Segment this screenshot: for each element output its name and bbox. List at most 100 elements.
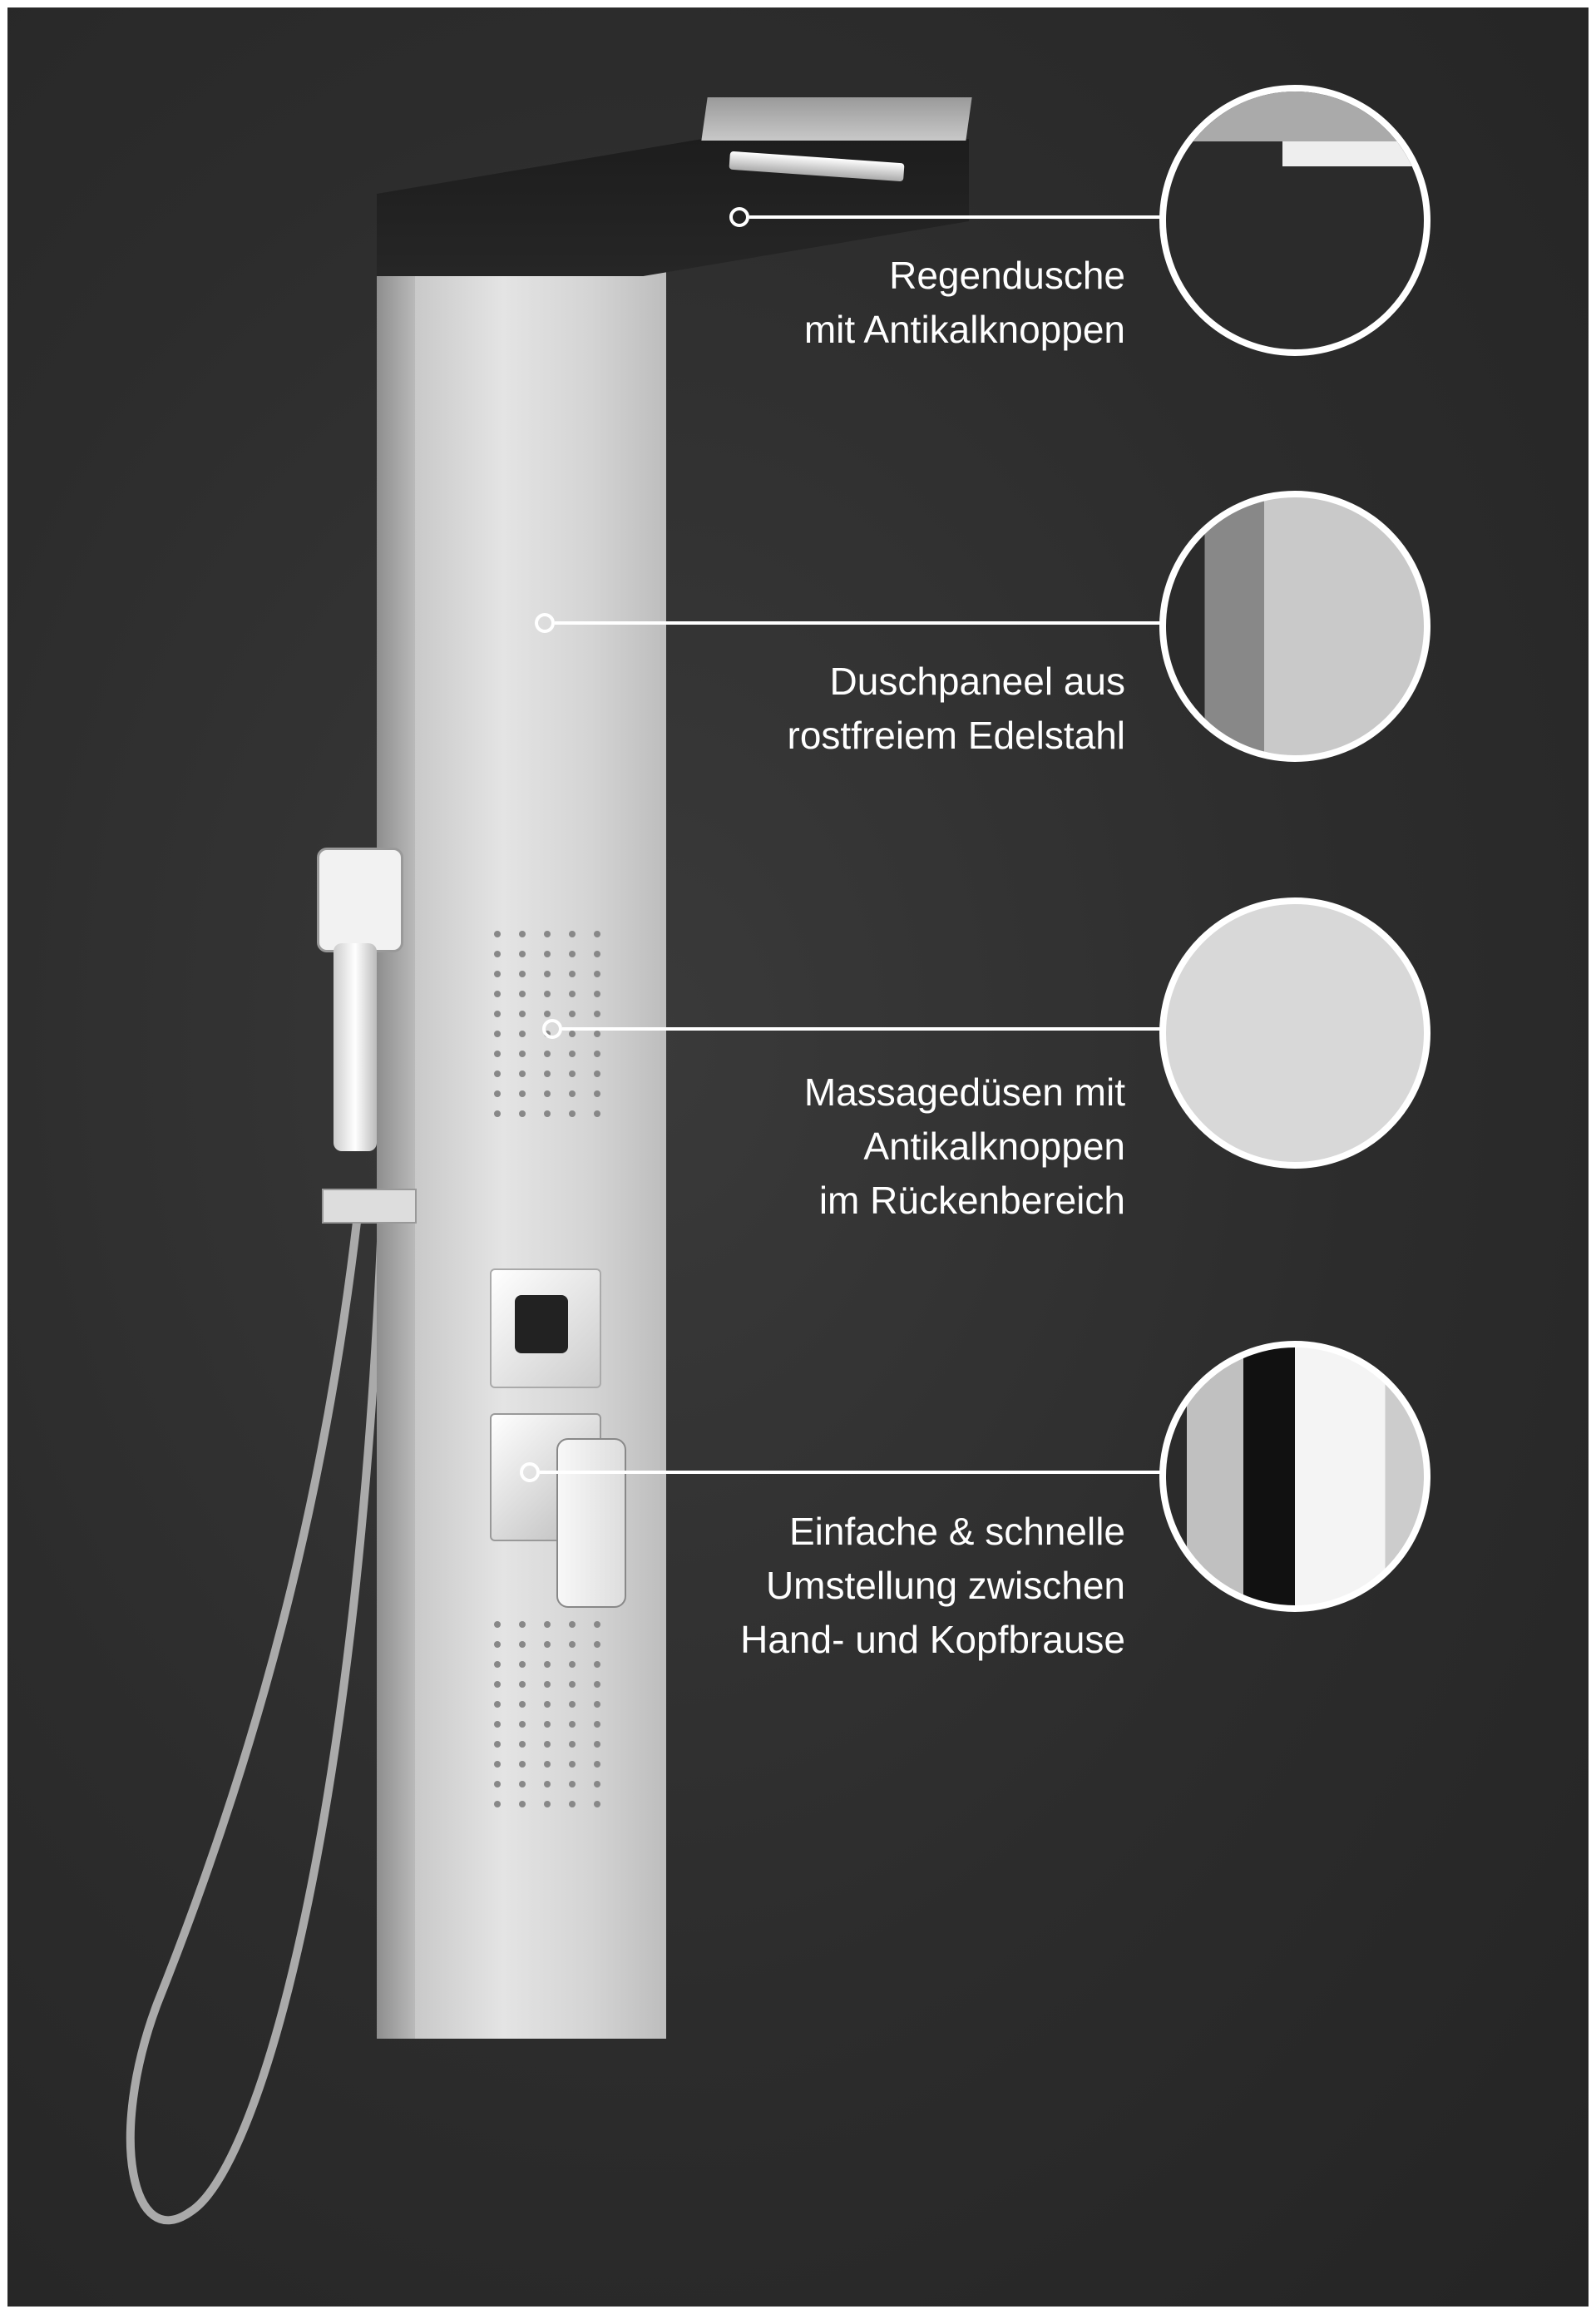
callout-label-diverter: Einfache & schnelle Umstellung zwischen … [740,1505,1125,1667]
jet-nozzle [494,1741,501,1748]
jet-nozzle [519,1110,526,1117]
massage-jets-upper [494,931,600,1117]
hand-shower-head [317,848,403,952]
callout-line [540,1471,1165,1474]
jet-nozzle [569,1011,576,1017]
jet-nozzle [594,1741,600,1748]
label-line: Duschpaneel aus [829,660,1125,703]
jet-nozzle [544,1051,551,1057]
zoom-circle-rain-shower [1159,85,1430,356]
jet-nozzle [569,931,576,937]
jet-nozzle [519,1031,526,1037]
jet-nozzle [594,971,600,977]
jet-nozzle [519,991,526,997]
jet-nozzle [569,1661,576,1668]
rain-shower-top [701,97,972,141]
jet-nozzle [544,1781,551,1787]
jet-nozzle [544,971,551,977]
label-line: Hand- und Kopfbrause [740,1618,1125,1661]
jet-nozzle [569,991,576,997]
jet-nozzle [569,1110,576,1117]
shower-hose [126,1221,386,2225]
jet-nozzle [494,1621,501,1628]
label-line: Regendusche [889,254,1125,297]
zoom-circle-diverter [1159,1341,1430,1612]
jet-nozzle [494,1051,501,1057]
shower-panel [415,244,666,2039]
jet-nozzle [519,1681,526,1688]
jet-nozzle [594,991,600,997]
jet-nozzle [494,951,501,957]
jet-nozzle [494,1031,501,1037]
jet-nozzle [494,1681,501,1688]
callout-dot [520,1462,540,1482]
hand-shower-holder [322,1189,417,1224]
jet-nozzle [569,1070,576,1077]
jet-nozzle [519,1661,526,1668]
jet-nozzle [569,1761,576,1768]
jet-nozzle [594,1701,600,1708]
jet-nozzle [594,1621,600,1628]
jet-nozzle [494,931,501,937]
jet-nozzle [544,1741,551,1748]
jet-nozzle [569,1681,576,1688]
jet-nozzle [544,1761,551,1768]
zoom-circle-massage-jets [1159,897,1430,1169]
jet-nozzle [594,931,600,937]
jet-nozzle [594,1051,600,1057]
label-line: Einfache & schnelle [788,1510,1125,1553]
jet-nozzle [494,1701,501,1708]
jet-nozzle [519,1641,526,1648]
zoom-circle-panel [1159,491,1430,762]
jet-nozzle [519,1721,526,1728]
jet-nozzle [519,1051,526,1057]
jet-nozzle [569,1621,576,1628]
jet-nozzle [569,1741,576,1748]
jet-nozzle [544,1681,551,1688]
jet-nozzle [569,1781,576,1787]
jet-nozzle [544,1011,551,1017]
jet-nozzle [519,1701,526,1708]
jet-nozzle [594,1070,600,1077]
callout-label-rain-shower: Regendusche mit Antikalknoppen [804,249,1125,357]
jet-nozzle [569,1031,576,1037]
jet-nozzle [519,1621,526,1628]
jet-nozzle [519,1801,526,1807]
jet-nozzle [519,1090,526,1097]
jet-nozzle [569,1051,576,1057]
jet-nozzle [544,1701,551,1708]
jet-nozzle [594,1031,600,1037]
jet-nozzle [494,1801,501,1807]
jet-nozzle [544,1801,551,1807]
jet-nozzle [544,1070,551,1077]
jet-nozzle [569,1090,576,1097]
jet-nozzle [494,1110,501,1117]
jet-nozzle [594,1011,600,1017]
jet-nozzle [494,991,501,997]
jet-nozzle [544,1721,551,1728]
jet-nozzle [519,1781,526,1787]
hand-shower-handle [334,943,377,1151]
jet-nozzle [519,931,526,937]
selector-knob [490,1268,601,1388]
label-line: mit Antikalknoppen [803,308,1125,351]
jet-nozzle [544,951,551,957]
jet-nozzle [569,1641,576,1648]
jet-nozzle [569,1801,576,1807]
jet-nozzle [594,1721,600,1728]
callout-dot [535,613,555,633]
jet-nozzle [544,1090,551,1097]
jet-nozzle [544,991,551,997]
jet-nozzle [594,1681,600,1688]
callout-line [555,621,1165,625]
label-line: im Rückenbereich [818,1179,1125,1222]
callout-dot [542,1019,562,1039]
jet-nozzle [594,1641,600,1648]
jet-nozzle [494,1641,501,1648]
jet-nozzle [569,1721,576,1728]
jet-nozzle [594,1110,600,1117]
jet-nozzle [594,1090,600,1097]
jet-nozzle [594,1661,600,1668]
label-line: rostfreiem Edelstahl [787,714,1126,757]
jet-nozzle [494,1781,501,1787]
